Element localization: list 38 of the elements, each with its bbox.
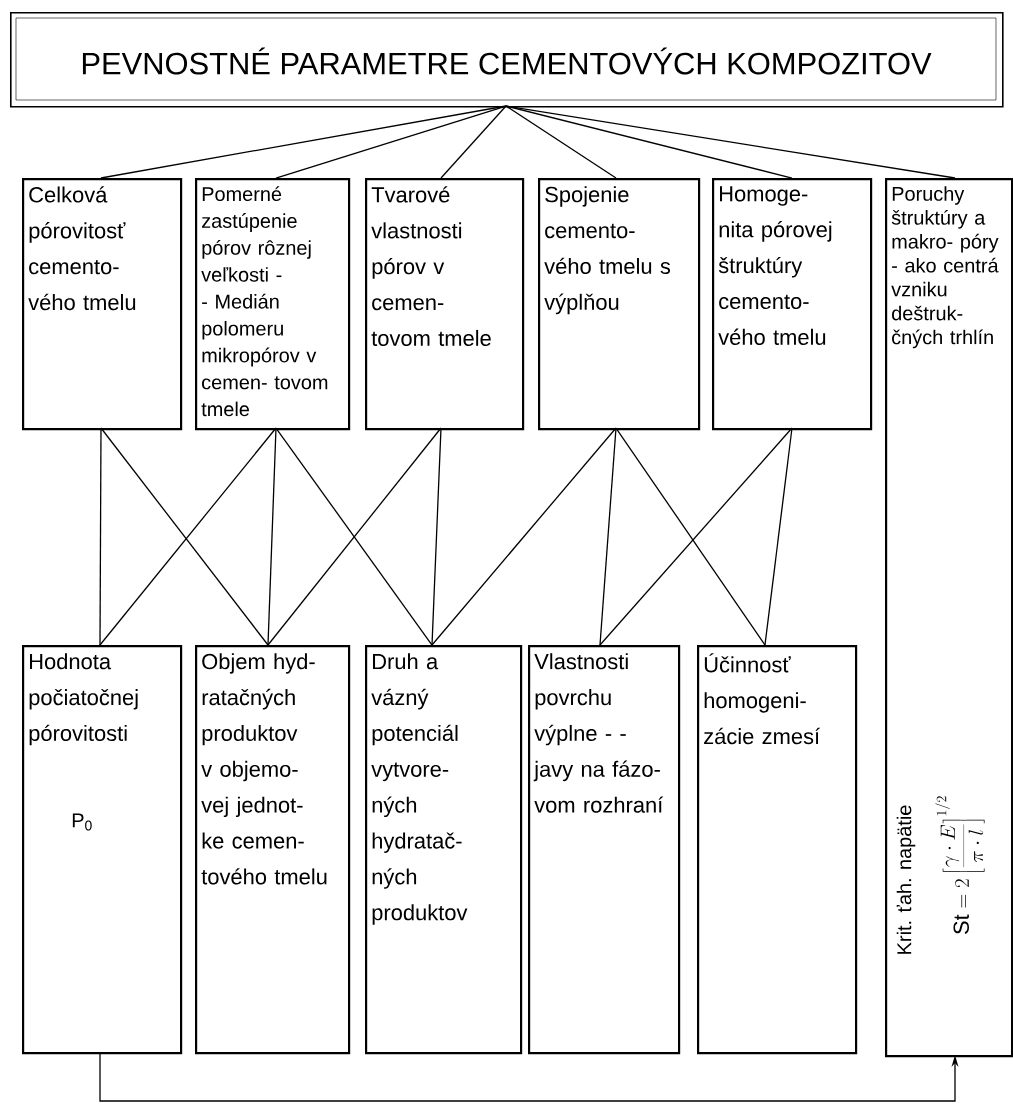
box-text: Poruchy štruktúry a makro- póry - ako centrá vzniku deštruk- čných trhlín <box>891 186 999 349</box>
box-text: Vlastnosti povrchu výplne - - javy na fázo- vom rozhraní <box>533 653 664 813</box>
process-box <box>528 645 681 1055</box>
process-box <box>195 645 351 1055</box>
box-text: Objem hyd- ratačných produktov v objemo- vej jednot- ke cemen- tového tmelu <box>201 653 327 885</box>
process-box <box>712 178 873 431</box>
process-box <box>22 178 183 431</box>
process-box <box>697 645 858 1055</box>
process-box <box>885 178 1013 1058</box>
box-text: Homoge- nita pórovej štruktúry cemento- vého tmelu <box>718 186 832 345</box>
connector-line <box>275 105 507 179</box>
box-text: Spojenie cemento- vého tmelu s výplňou <box>544 186 671 315</box>
process-box <box>538 178 701 431</box>
connector-line <box>440 105 507 179</box>
title-text: PEVNOSTNÉ PARAMETRE CEMENTOVÝCH KOMPOZITOV <box>82 47 932 75</box>
process-box <box>365 645 523 1055</box>
connector-line <box>764 427 793 646</box>
box-text: P$_{0}$ <box>72 813 92 831</box>
connector-line <box>431 427 617 646</box>
process-box <box>195 178 351 431</box>
connector-line <box>267 427 277 646</box>
box-text: Druh a vázný potenciál vytvore- ných hydratač- ných produktov <box>371 653 468 925</box>
connector-line <box>615 427 766 646</box>
connector-line <box>505 105 617 179</box>
connector-line <box>505 105 956 179</box>
box-text: Účinnosť homogeni- zácie zmesí <box>704 653 820 745</box>
process-box <box>22 645 183 1055</box>
connector-line <box>599 427 793 646</box>
connector-line <box>431 427 442 646</box>
formula: $\mathrm{St} = 2\left[\frac{\gamma\cdot E}{\pi\cdot l}\right]^{1/2}$ <box>935 796 985 934</box>
box-text: Celková pórovitosť cemento- vého tmelu <box>28 186 136 311</box>
box-text: Pomerné zastúpenie pórov rôznej veľkosti - - Medián polomeru mikropórov v cemen- tovom tmele <box>201 186 328 417</box>
box-text: Krit. ťah. napätie <box>896 805 916 954</box>
process-box <box>365 178 525 431</box>
box-text: Tvarové vlastnosti pórov v cemen- tovom tmele <box>371 186 491 347</box>
connector-line <box>599 427 617 646</box>
box-text: Hodnota počiatočnej pórovitosti <box>29 653 138 746</box>
connector-line <box>99 427 102 646</box>
